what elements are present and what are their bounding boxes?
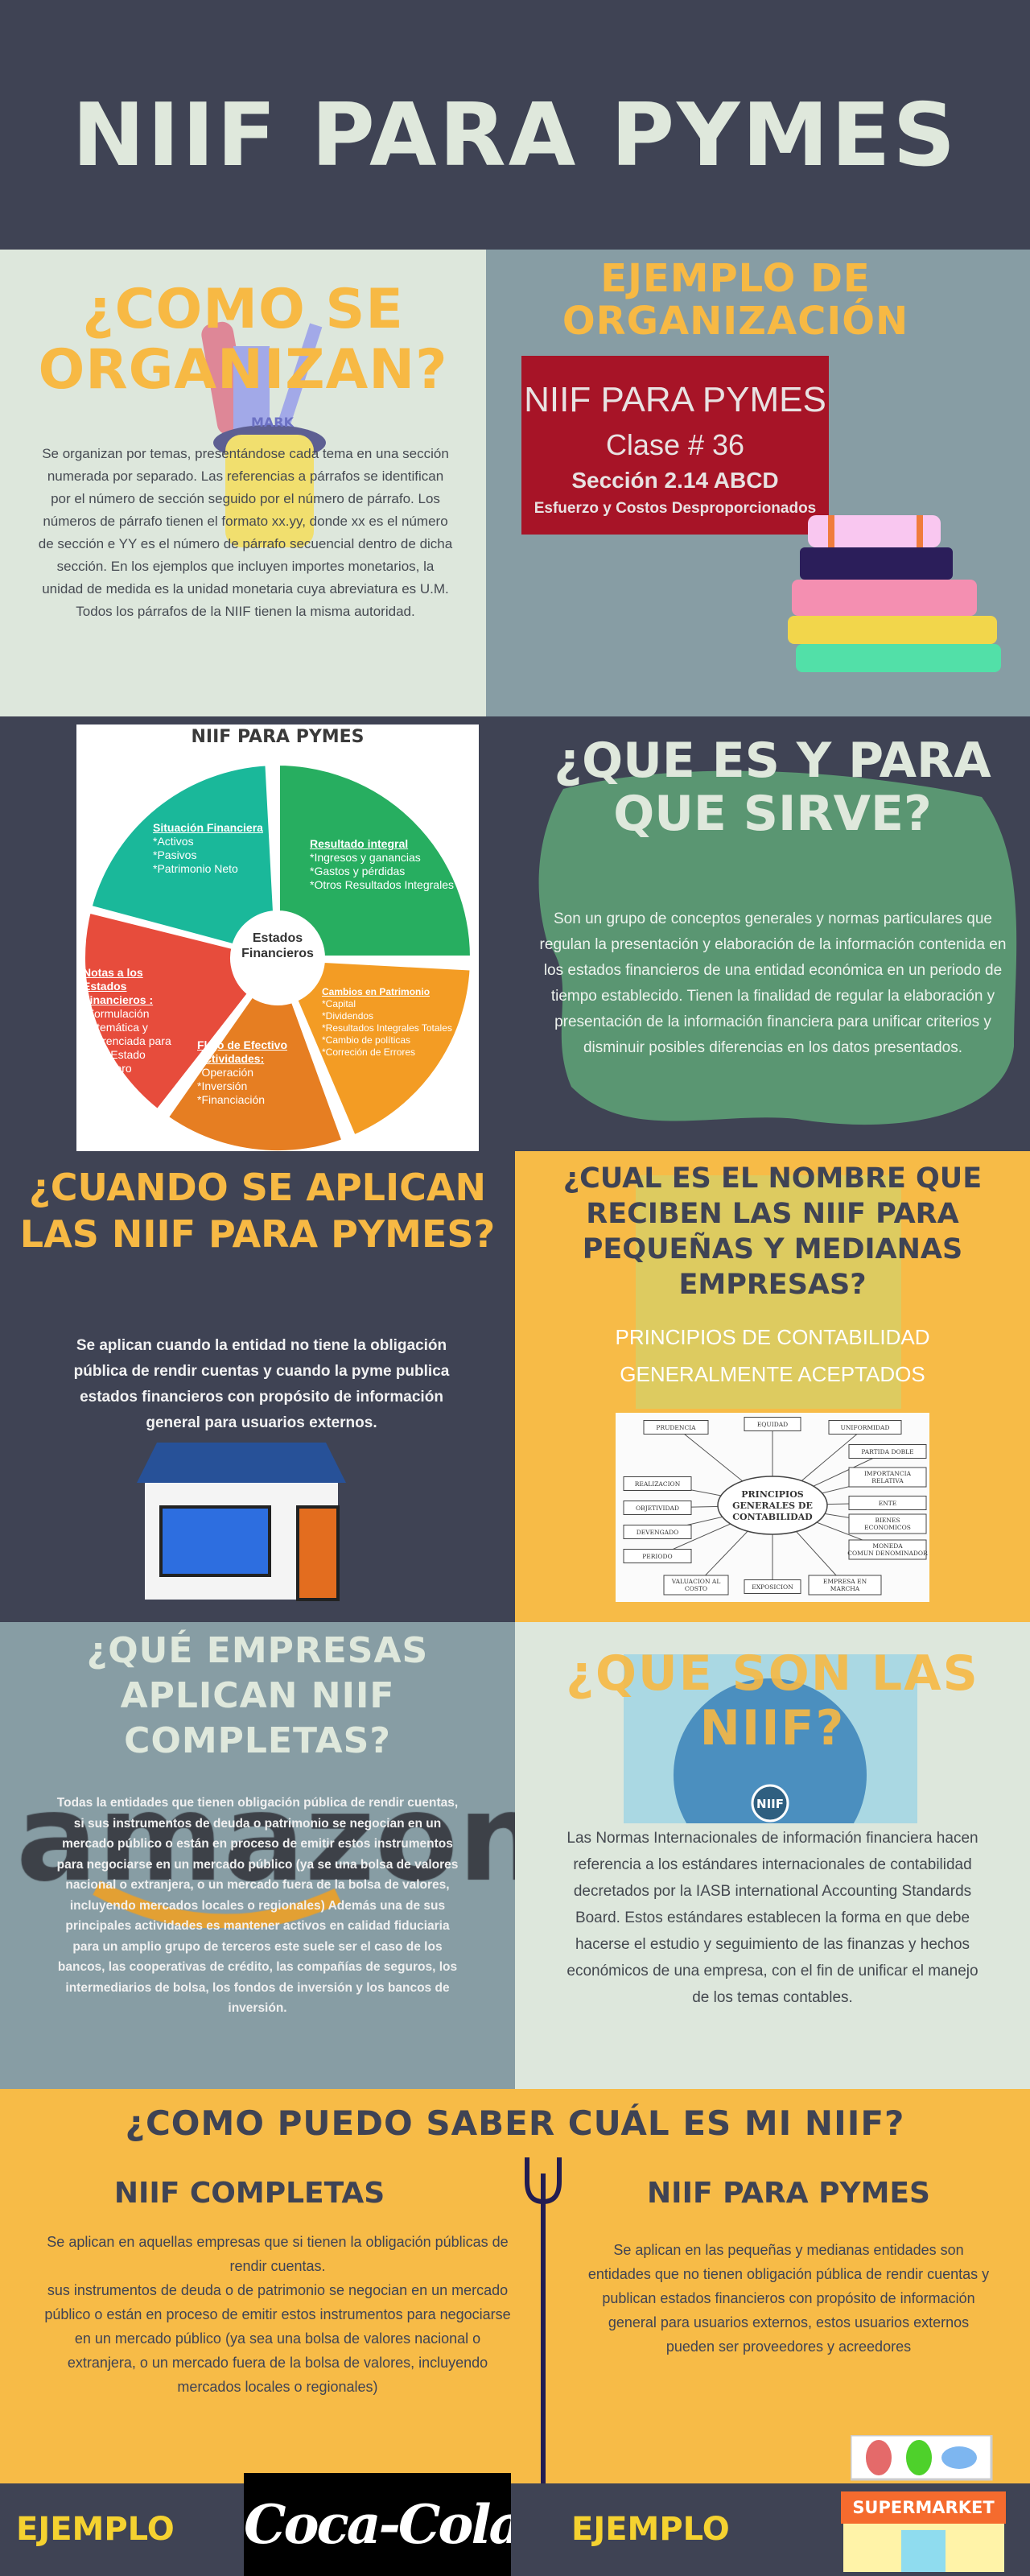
pencil-cup-icon: MARK xyxy=(201,321,326,547)
diagram-box xyxy=(623,1525,692,1539)
wheel-segment-label: Flujo de Efectivo Actividades:*Operación… xyxy=(197,1038,288,1106)
que-es-text: Son un grupo de conceptos generales y no… xyxy=(539,910,1007,1056)
diagram-box xyxy=(848,1467,927,1488)
estados-financieros-wheel: NIIF PARA PYMES Situación Financiera*Act… xyxy=(76,724,479,1151)
diagram-box-label: COMUN DENOMINADOR xyxy=(847,1550,928,1557)
diagram-box-label: PRUDENCIA xyxy=(656,1424,696,1431)
green-blob xyxy=(538,770,1017,1125)
diagram-box-label: UNIFORMIDAD xyxy=(841,1424,890,1431)
diagram-box-label: EQUIDAD xyxy=(757,1421,788,1428)
wheel-segment-label: Situación Financiera*Activos*Pasivos*Pat… xyxy=(153,821,263,875)
wheel-segment xyxy=(163,991,348,1151)
ejemplo-title: EJEMPLO DE ORGANIZACIÓN xyxy=(562,256,909,344)
supermarket-icon: SUPERMARKET xyxy=(841,2435,1006,2572)
wheel-segment-label: Cambios en Patrimonio*Capital*Dividendos… xyxy=(322,986,452,1058)
nombre-answer: PRINCIPIOS DE CONTABILIDAD GENERALMENTE … xyxy=(615,1325,930,1386)
diagram-center-text: GENERALES DE xyxy=(732,1501,813,1511)
diagram-box xyxy=(623,1501,692,1515)
diagram-box-label: COSTO xyxy=(685,1585,707,1592)
que-son-title: ¿QUE SON LAS NIIF? xyxy=(566,1645,979,1757)
diagram-box xyxy=(744,1417,801,1431)
cual-section: ¿COMO PUEDO SABER CUÁL ES MI NIIF? NIIF … xyxy=(0,2089,1030,2483)
amazon-logo xyxy=(16,1767,515,1928)
diagram-box xyxy=(848,1496,927,1510)
diagram-box xyxy=(663,1575,729,1596)
diagram-box-label: PARTIDA DOBLE xyxy=(861,1448,913,1455)
diagram-box-label: REALIZACION xyxy=(635,1480,681,1488)
diagram-box-label: RELATIVA xyxy=(871,1477,904,1484)
wheel-segment-label: Notas a los Estados Financieros :*Formul… xyxy=(83,966,171,1075)
organizan-title: ¿COMO SE ORGANIZAN? xyxy=(38,278,448,402)
organizan-text: Se organizan por temas, presentándose ca… xyxy=(38,446,453,619)
nombre-section: ¿CUAL ES EL NOMBRE QUE RECIBEN LAS NIIF … xyxy=(515,1151,1030,1622)
diagram-box-label: EMPRESA EN xyxy=(823,1578,867,1585)
que-son-text: Las Normas Internacionales de informació… xyxy=(566,1830,978,2006)
que-es-title: ¿QUE ES Y PARA QUE SIRVE? xyxy=(554,733,991,842)
row-que-es: NIIF PARA PYMES Situación Financiera*Act… xyxy=(0,716,1030,1151)
pencil-label: MARK xyxy=(251,415,295,430)
diagram-box-label: ENTE xyxy=(879,1500,897,1507)
niif-completas-heading: NIIF COMPLETAS xyxy=(113,2177,385,2210)
divider-trident xyxy=(525,2157,562,2483)
wheel-center: Estados Financieros xyxy=(241,931,314,960)
diagram-center-text: CONTABILIDAD xyxy=(732,1512,813,1522)
globe-label: NIIF xyxy=(756,1797,784,1811)
cual-title: ¿COMO PUEDO SABER CUÁL ES MI NIIF? xyxy=(125,2103,905,2143)
ejemplo-label-right: EJEMPLO xyxy=(571,2511,730,2548)
diagram-box-label: ECONOMICOS xyxy=(864,1524,911,1531)
page-title: NIIF PARA PYMES xyxy=(72,85,958,186)
ejemplo-label-left: EJEMPLO xyxy=(16,2511,175,2548)
supermarket-sign: SUPERMARKET xyxy=(841,2491,1006,2524)
wheel-segment xyxy=(291,957,475,1141)
diagram-box-label: VALUACION AL xyxy=(671,1578,721,1585)
wheel-segment xyxy=(80,907,253,1115)
globe-illustration: NIIF xyxy=(624,1654,917,1872)
diagram-box-label: OBJETIVIDAD xyxy=(636,1505,679,1512)
wheel-segment-label: Resultado integral*Ingresos y ganancias*… xyxy=(310,837,454,891)
diagram-box-label: DEVENGADO xyxy=(637,1529,679,1536)
diagram-center-text: PRINCIPIOS xyxy=(741,1489,804,1500)
ejemplo-card: NIIF PARA PYMES Clase # 36 Sección 2.14 … xyxy=(521,356,829,535)
diagram-box xyxy=(623,1549,692,1563)
empresas-section: ¿QUÉ EMPRESAS APLICAN NIIF COMPLETAS? To… xyxy=(0,1622,515,2089)
wheel-segment xyxy=(275,760,476,960)
wheel-title: NIIF PARA PYMES xyxy=(191,727,365,747)
que-son-section: NIIF ¿QUE SON LAS NIIF? Las Normas Inter… xyxy=(515,1622,1030,2089)
cuando-text: Se aplican cuando la entidad no tiene la… xyxy=(73,1337,450,1431)
coca-cola-logo: Coca-Cola xyxy=(244,2473,511,2576)
store-icon xyxy=(137,1443,346,1601)
organizan-section: MARK ¿COMO SE ORGANIZAN? Se organizan po… xyxy=(0,250,486,716)
diagram-box-label: BIENES xyxy=(875,1517,900,1524)
diagram-box-label: PERIODO xyxy=(642,1553,672,1560)
diagram-box xyxy=(848,1539,927,1560)
empresas-text: Todas la entidades que tienen obligación… xyxy=(56,1796,459,2015)
diagram-box xyxy=(744,1579,801,1594)
diagram-box-label: EXPOSICION xyxy=(752,1583,793,1591)
nombre-title: ¿CUAL ES EL NOMBRE QUE RECIBEN LAS NIIF … xyxy=(562,1162,983,1301)
diagram-box xyxy=(828,1420,902,1435)
header: NIIF PARA PYMES xyxy=(0,0,1030,250)
diagram-box-label: IMPORTANCIA xyxy=(864,1470,912,1477)
diagram-box xyxy=(808,1575,882,1596)
calculator-illustration xyxy=(636,1175,901,1409)
empresas-title: ¿QUÉ EMPRESAS APLICAN NIIF COMPLETAS? xyxy=(86,1630,429,1761)
wheel-segment xyxy=(86,761,278,950)
ejemplo-organizacion-section: EJEMPLO DE ORGANIZACIÓN NIIF PARA PYMES … xyxy=(486,250,1030,716)
niif-completas-text: Se aplican en aquellas empresas que si t… xyxy=(44,2234,511,2395)
diagram-box xyxy=(848,1444,927,1459)
niif-pymes-heading: NIIF PARA PYMES xyxy=(647,2177,930,2210)
cuando-title: ¿CUANDO SE APLICAN LAS NIIF PARA PYMES? xyxy=(19,1166,496,1256)
diagram-box xyxy=(643,1420,709,1435)
diagram-box-label: MARCHA xyxy=(830,1585,860,1592)
niif-pymes-text: Se aplican en las pequeñas y medianas en… xyxy=(587,2242,990,2355)
cuando-section: ¿CUANDO SE APLICAN LAS NIIF PARA PYMES? … xyxy=(0,1151,515,1622)
diagram-box-label: MONEDA xyxy=(872,1542,903,1550)
books-icon xyxy=(788,515,1001,672)
diagram-box xyxy=(623,1476,692,1491)
diagram-box xyxy=(848,1513,927,1534)
